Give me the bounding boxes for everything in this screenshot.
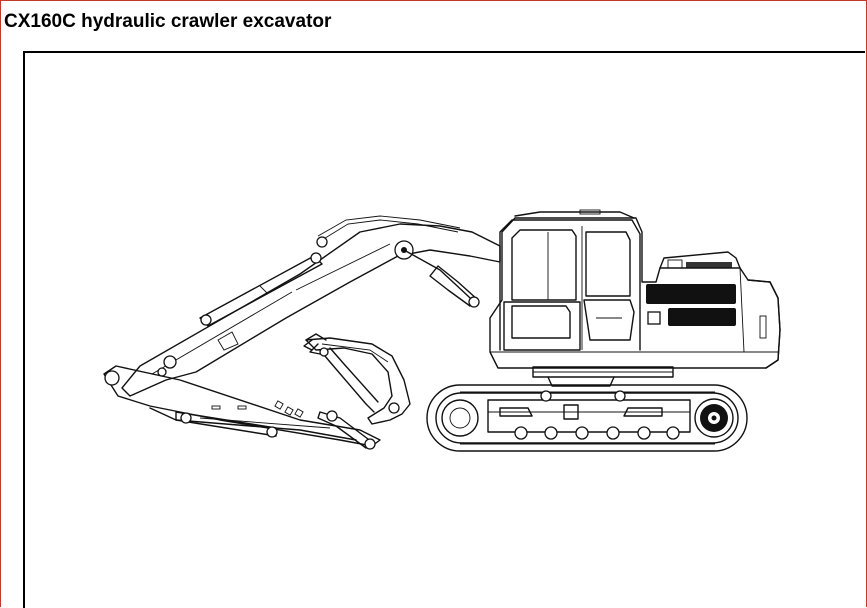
upper-structure: [489, 209, 781, 369]
crawler-track: [426, 384, 748, 452]
page-title: CX160C hydraulic crawler excavator: [4, 11, 332, 32]
arm: [103, 355, 381, 450]
drawing-frame: [23, 51, 865, 608]
sprocket: [694, 398, 734, 438]
bucket: [303, 333, 411, 425]
swing-bearing: [532, 366, 674, 387]
boom: [121, 215, 501, 397]
